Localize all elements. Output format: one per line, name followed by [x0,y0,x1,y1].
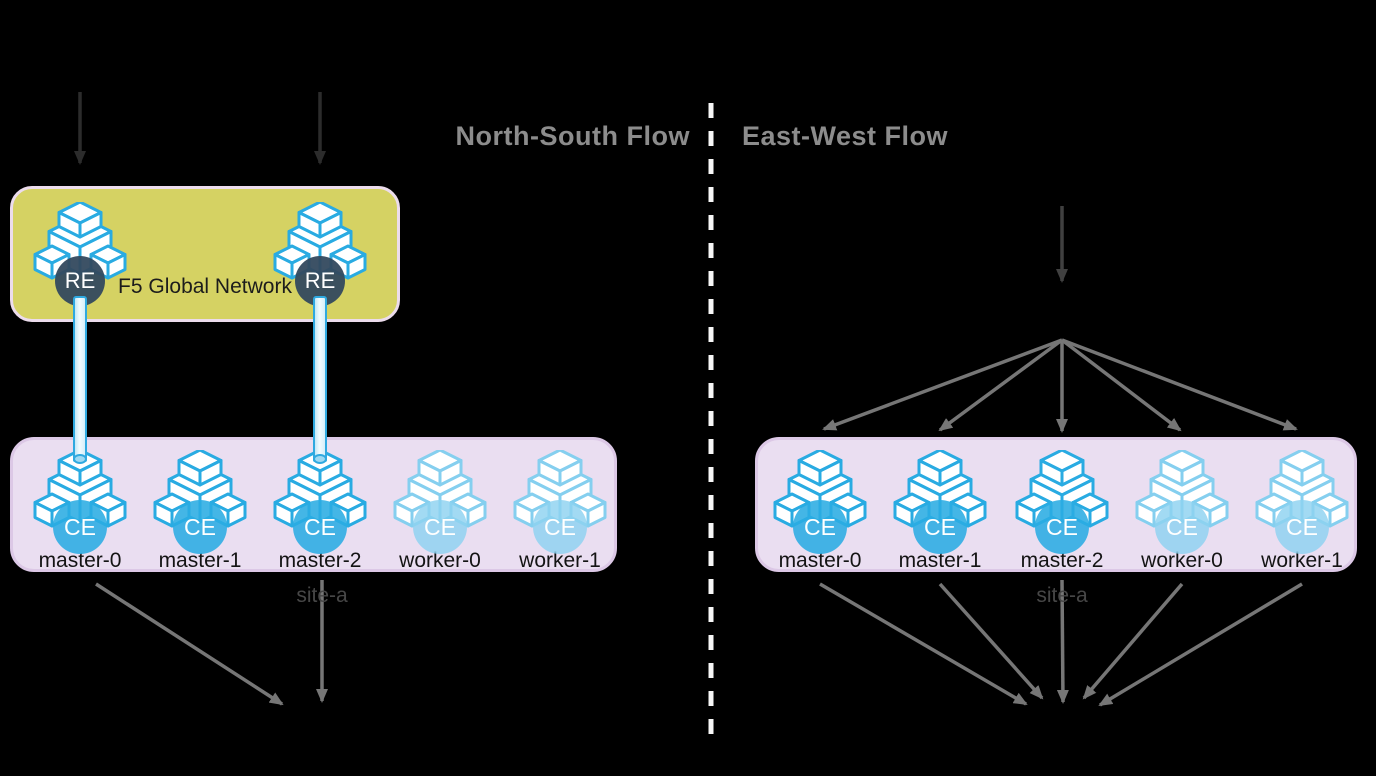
east-west-flow-title: East-West Flow [742,121,949,151]
node-ns-worker-0: CE worker-0 [380,450,500,580]
ew-converge-arrows [819,579,1303,707]
node-label: master-0 [38,549,122,572]
ew-fanout-arrows [822,338,1298,433]
node-label: worker-1 [1261,549,1343,572]
node-ew-master-2: CE master-2 [1002,450,1122,580]
ce-badge: CE [173,500,227,554]
node-label: master-1 [158,549,242,572]
ce-badge: CE [293,500,347,554]
node-label: master-2 [1020,549,1104,572]
ce-badge: CE [913,500,967,554]
re-ce-tunnel-0 [73,296,87,464]
node-ew-master-0: CE master-0 [760,450,880,580]
node-label: worker-1 [519,549,601,572]
ce-badge: CE [533,500,587,554]
ce-badge: CE [1035,500,1089,554]
ce-badge: CE [413,500,467,554]
node-ns-master-2: CE master-2 [260,450,380,580]
site-a-label-east-west: site-a [1036,584,1088,607]
node-re-1: RE [260,202,380,332]
ce-badge: CE [53,500,107,554]
ce-badge: CE [793,500,847,554]
node-ns-master-1: CE master-1 [140,450,260,580]
ns-egress-arrows [95,580,328,706]
site-a-label-north-south: site-a [296,584,348,607]
re-badge: RE [55,256,105,306]
node-ns-worker-1: CE worker-1 [500,450,620,580]
node-label: master-2 [278,549,362,572]
node-ew-master-1: CE master-1 [880,450,1000,580]
tunnel-cap-icon [73,454,87,464]
node-re-0: RE [20,202,140,332]
node-label: master-1 [898,549,982,572]
node-label: worker-0 [1141,549,1223,572]
re-ce-tunnel-1 [313,296,327,464]
ns-ingress-arrows [74,92,326,165]
node-ew-worker-0: CE worker-0 [1122,450,1242,580]
ce-badge: CE [1275,500,1329,554]
node-label: master-0 [778,549,862,572]
node-ns-master-0: CE master-0 [20,450,140,580]
node-ew-worker-1: CE worker-1 [1242,450,1362,580]
f5-global-network-label: F5 Global Network [118,275,292,298]
node-label: worker-0 [399,549,481,572]
ce-badge: CE [1155,500,1209,554]
north-south-flow-title: North-South Flow [455,121,690,151]
re-badge: RE [295,256,345,306]
tunnel-cap-icon [313,454,327,464]
